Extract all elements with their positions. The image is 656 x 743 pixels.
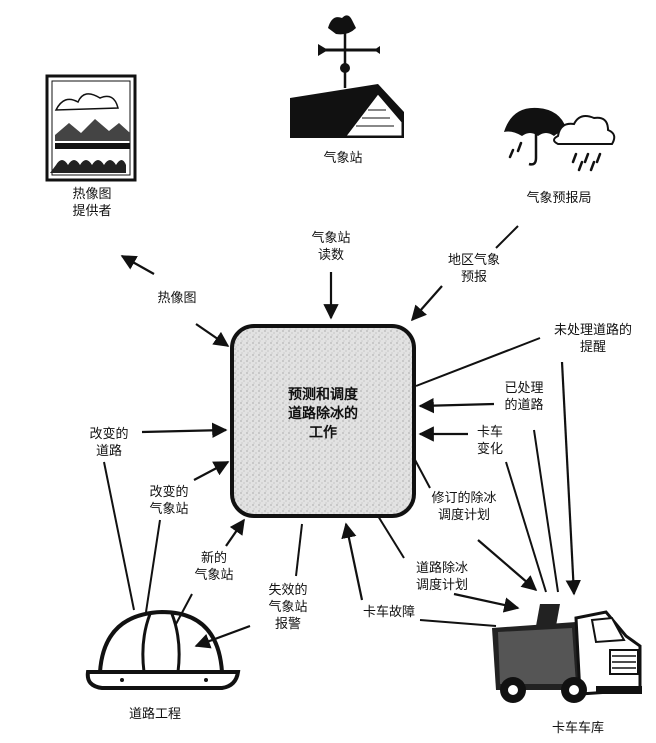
flow-label-new-station: 新的 气象站 [194,551,234,583]
flow-arrow-truck-failure [419,619,497,627]
flow-arrow-thermal-in [195,323,230,347]
flow-arrow-changed-station [193,461,230,481]
flow-label-untreated-reminder: 未处理道路的 提醒 [553,323,632,355]
dump-truck-icon [492,604,642,703]
flow-arrow-thermal-provider [120,255,155,275]
flow-arrow-new-station [225,518,245,547]
flow-arrow-regional-forecast [410,285,443,322]
entity-label-weather-station: 气象站 [323,151,363,166]
flow-arrow-untreated-to-truck [560,361,581,596]
flow-arrow-failed-alarm-start [295,523,303,577]
flow-arrow-failed-alarm [194,624,251,649]
flow-arrow-changed-road [141,422,228,439]
process-box [230,324,416,518]
flow-arrow-treated-roads [418,397,495,414]
flow-arrow-untreated-reminder [415,337,541,387]
flow-arrow-deicing-schedule-start [377,515,405,559]
flow-label-station-readings: 气象站 读数 [311,231,351,263]
flow-label-treated-roads: 已处理 的道路 [504,381,544,413]
flow-label-changed-station: 改变的 气象站 [149,485,189,517]
hard-hat-icon [85,609,241,690]
process-label: 预测和调度 道路除冰的 工作 [288,387,358,441]
entity-label-road-engineering: 道路工程 [128,707,181,722]
flow-label-revised-schedule: 修订的除冰 调度计划 [431,491,497,523]
flow-arrow-forecast-line [495,225,519,249]
flow-label-regional-forecast: 地区气象 预报 [447,253,500,285]
flow-arrow-revised-schedule [477,539,538,592]
flow-arrow-revised-schedule-start [413,457,431,489]
flow-arrow-changed-road-line [103,461,135,611]
entity-label-truck-depot: 卡车车库 [551,721,604,736]
entity-label-forecast-bureau: 气象预报局 [526,191,592,206]
flow-arrow-treated-from-truck [533,429,559,593]
flow-label-thermal-map: 热像图 [157,291,197,306]
umbrella-cloud-icon [504,107,616,172]
flow-label-truck-changes: 卡车 变化 [476,425,503,457]
flow-label-truck-failure: 卡车故障 [362,605,415,620]
flow-label-failed-station-alarm: 失效的 气象站 报警 [268,583,308,632]
flow-arrow-changed-station-line [145,519,161,613]
flow-label-changed-road: 改变的 道路 [89,427,129,459]
flow-arrow-truck-failure-up [341,522,364,601]
thermal-map-icon [45,74,137,182]
weathervane-house-icon [290,15,404,138]
flow-label-deicing-schedule: 道路除冰 调度计划 [415,561,468,593]
flow-arrow-truck-changes-from-truck [505,461,547,593]
flow-arrow-new-station-line [175,593,193,625]
flow-arrow-deicing-schedule [453,592,520,613]
entity-label-thermal-provider: 热像图 提供者 [72,187,112,219]
